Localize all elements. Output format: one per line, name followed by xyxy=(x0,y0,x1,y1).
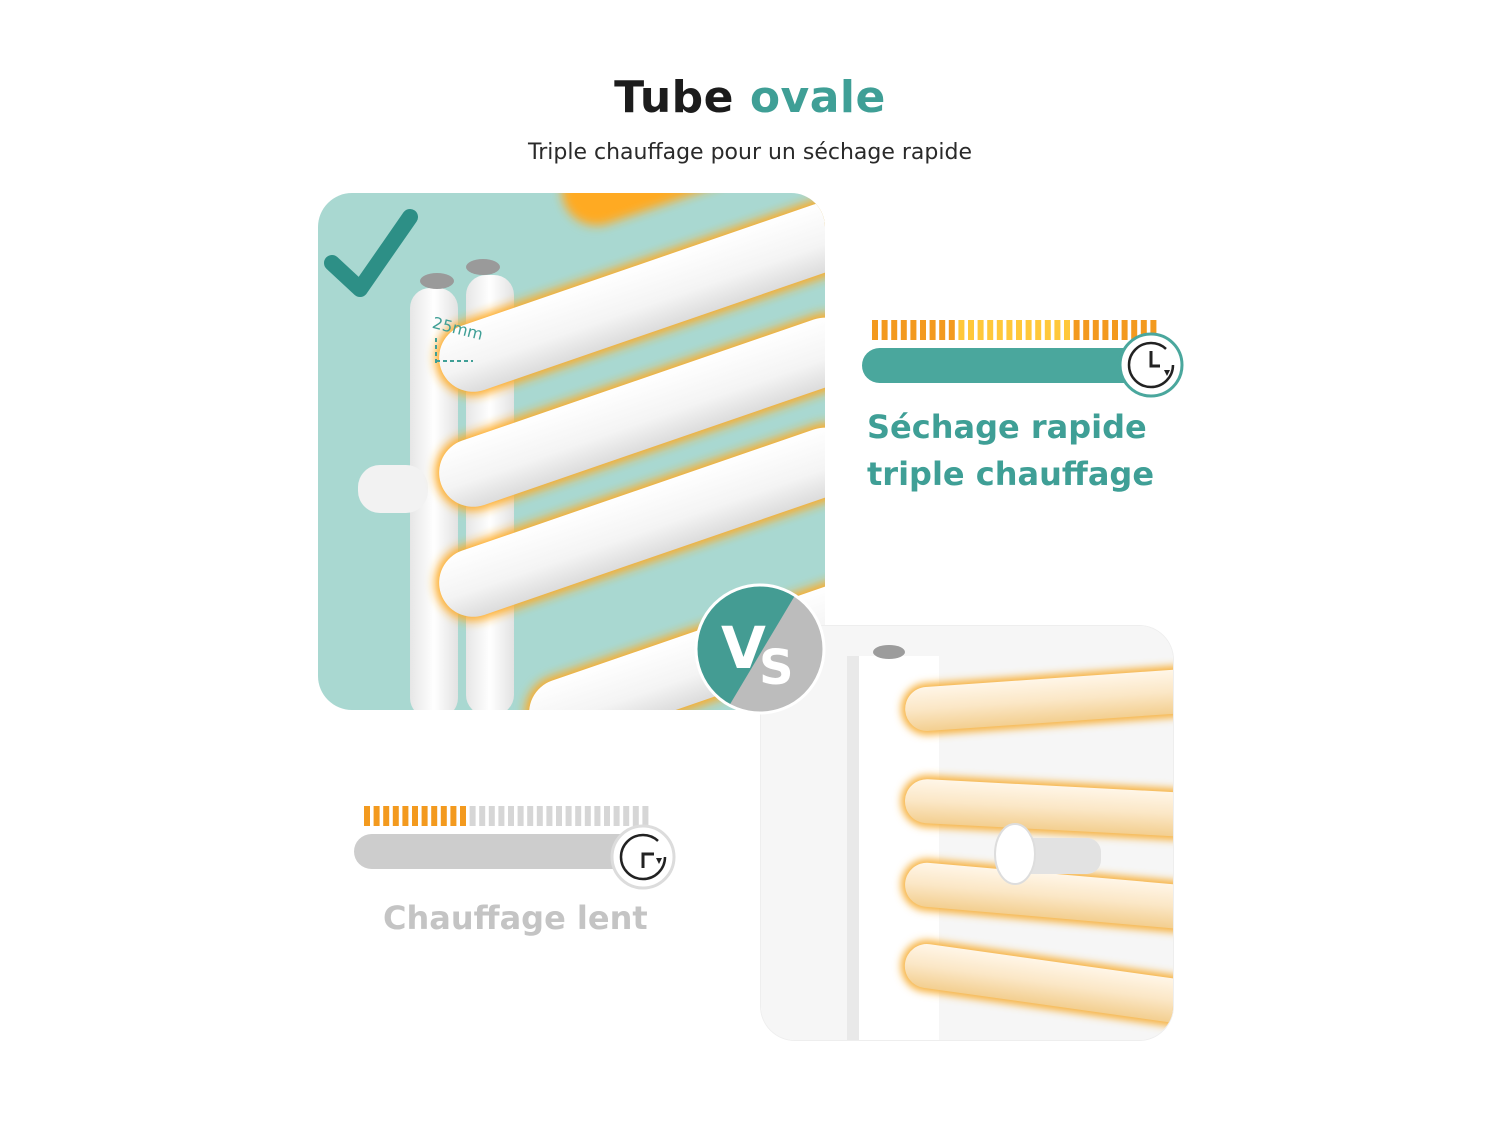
round-tube-panel xyxy=(761,626,1173,1040)
title-accent: ovale xyxy=(749,72,886,123)
heat-tick xyxy=(1092,320,1099,340)
heat-tick xyxy=(498,806,505,826)
heat-tick xyxy=(1006,320,1013,340)
heat-tick xyxy=(623,806,630,826)
heat-tick xyxy=(968,320,974,340)
heat-tick xyxy=(1083,320,1090,340)
slow-heat-meter xyxy=(354,806,676,890)
heat-tick xyxy=(1054,320,1061,340)
heat-tick xyxy=(488,806,495,826)
heat-tick xyxy=(517,806,524,826)
heat-tick xyxy=(987,320,994,340)
heat-tick xyxy=(575,806,582,826)
fast-heat-label: Séchage rapide triple chauffage xyxy=(867,404,1247,498)
round-tube-rows xyxy=(900,664,1173,1030)
heat-tick xyxy=(584,806,591,826)
heat-tick xyxy=(920,320,926,340)
valve-cap-icon xyxy=(466,259,500,275)
heat-level-ticks xyxy=(872,320,1157,340)
heat-level-ticks xyxy=(364,806,649,826)
heat-tick xyxy=(383,806,390,826)
heat-tick xyxy=(948,320,955,340)
heat-tick xyxy=(469,806,476,826)
heat-tick xyxy=(556,806,562,826)
heat-tick xyxy=(1121,320,1128,340)
valve-cap-icon xyxy=(873,645,905,659)
heat-tick xyxy=(1150,320,1157,340)
heat-tick xyxy=(1131,320,1138,340)
heat-tick xyxy=(632,806,639,826)
title-main: Tube xyxy=(614,72,734,123)
checkmark-icon xyxy=(324,209,418,297)
heat-tick xyxy=(527,806,534,826)
heat-tick xyxy=(958,320,965,340)
heat-tick xyxy=(1112,320,1118,340)
heat-tick xyxy=(872,320,878,340)
fast-heat-line2: triple chauffage xyxy=(867,455,1155,493)
heat-tick xyxy=(1044,320,1051,340)
heat-tick xyxy=(421,806,428,826)
heat-tick xyxy=(402,806,409,826)
fast-heat-line1: Séchage rapide xyxy=(867,408,1147,446)
vs-letter-s: S xyxy=(759,640,794,696)
page-title: Tube ovale xyxy=(0,72,1500,123)
heat-tick xyxy=(594,806,601,826)
heat-tick xyxy=(881,320,888,340)
heat-tick xyxy=(440,806,447,826)
heat-tick xyxy=(900,320,907,340)
heat-tick xyxy=(412,806,418,826)
heat-tick xyxy=(460,806,466,826)
heat-tick xyxy=(604,806,610,826)
vs-badge: V S xyxy=(693,582,827,716)
heat-tick xyxy=(1073,320,1080,340)
heat-tick xyxy=(565,806,572,826)
valve-cap-icon xyxy=(420,273,454,289)
heat-tick xyxy=(373,806,380,826)
vs-letter-v: V xyxy=(721,614,766,682)
heat-tick xyxy=(939,320,946,340)
fast-heat-meter xyxy=(862,320,1184,400)
heat-tick xyxy=(1035,320,1042,340)
heat-tick xyxy=(1016,320,1022,340)
heat-tick xyxy=(929,320,936,340)
side-connector xyxy=(358,465,428,513)
heat-tick xyxy=(1025,320,1032,340)
heat-tick xyxy=(392,806,399,826)
progress-track xyxy=(354,834,644,869)
heat-tick xyxy=(977,320,984,340)
heat-tick xyxy=(891,320,898,340)
clock-icon xyxy=(610,824,676,890)
knob-icon xyxy=(994,823,1036,885)
slow-heat-label: Chauffage lent xyxy=(383,899,648,937)
heat-tick xyxy=(996,320,1003,340)
heat-tick xyxy=(364,806,370,826)
progress-track xyxy=(862,348,1152,383)
heat-tick xyxy=(1140,320,1147,340)
heat-tick xyxy=(642,806,649,826)
heat-tick xyxy=(1102,320,1109,340)
heat-tick xyxy=(508,806,514,826)
heat-tick xyxy=(613,806,620,826)
clock-icon xyxy=(1118,332,1184,398)
heat-tick xyxy=(479,806,486,826)
heat-tick xyxy=(546,806,553,826)
heat-tick xyxy=(431,806,438,826)
heat-tick xyxy=(1064,320,1070,340)
heat-tick xyxy=(910,320,917,340)
heat-tick xyxy=(450,806,457,826)
heat-tick xyxy=(536,806,543,826)
page-subtitle: Triple chauffage pour un séchage rapide xyxy=(528,140,972,165)
